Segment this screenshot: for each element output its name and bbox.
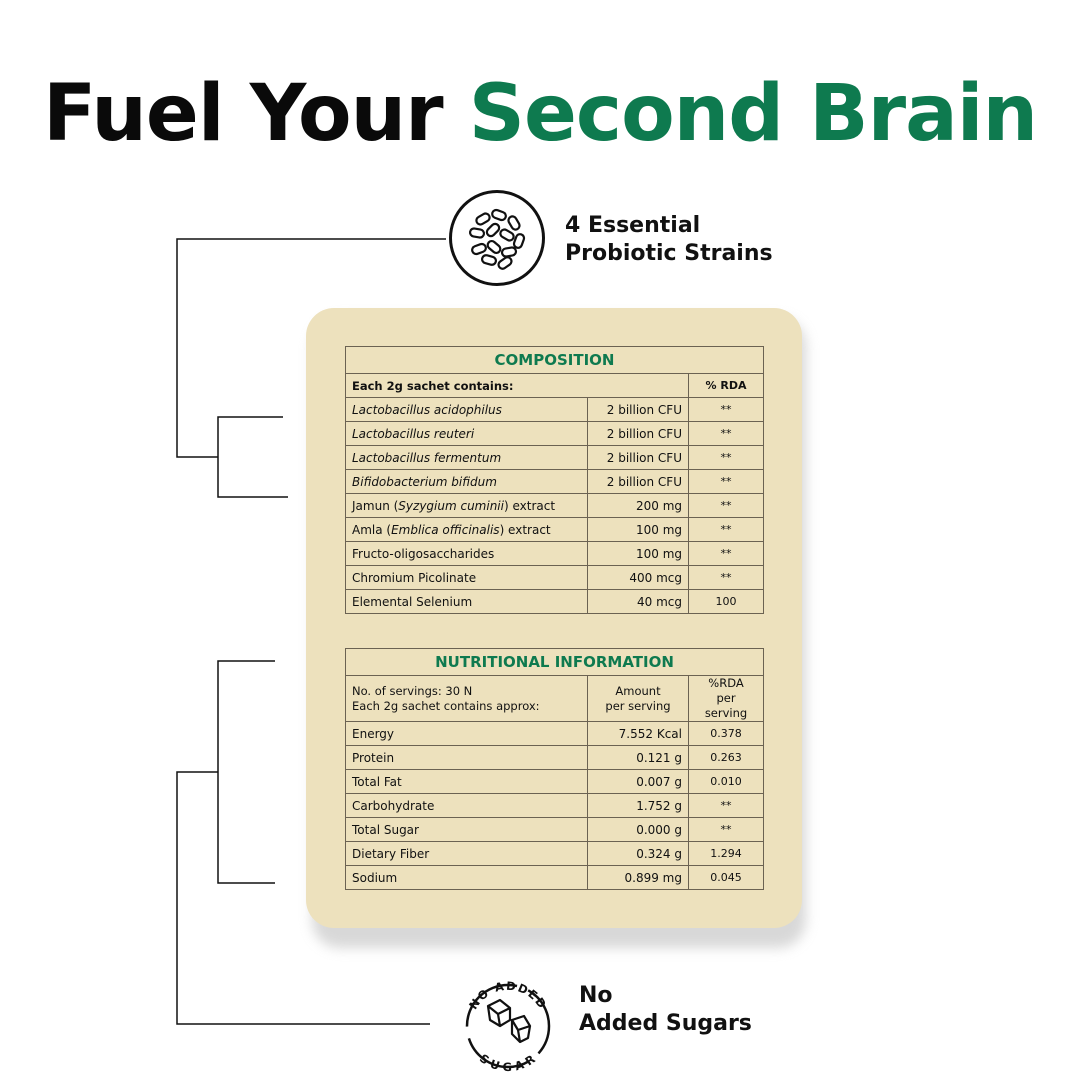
nutrient-amount: 0.000 g — [587, 817, 689, 842]
ingredient-name: Lactobacillus fermentum — [345, 445, 588, 470]
ingredient-rda: ** — [688, 469, 764, 494]
nutrient-name: Dietary Fiber — [345, 841, 588, 866]
ingredient-amount: 200 mg — [587, 493, 689, 518]
ingredient-rda: ** — [688, 565, 764, 590]
nutrient-amount: 1.752 g — [587, 793, 689, 818]
svg-text:SUGAR: SUGAR — [477, 1051, 539, 1074]
ingredient-name: Lactobacillus acidophilus — [345, 397, 588, 422]
nutrient-rda: 1.294 — [687, 841, 765, 866]
ingredient-amount: 2 billion CFU — [587, 445, 689, 470]
nutrient-name: Total Sugar — [345, 817, 588, 842]
ingredient-amount: 100 mg — [587, 541, 689, 566]
ingredient-rda: 100 — [688, 589, 764, 614]
nutrient-rda: 0.010 — [687, 769, 765, 794]
probiotic-label: 4 Essential Probiotic Strains — [565, 213, 773, 266]
nutrient-rda: ** — [687, 793, 765, 818]
nutrient-amount: 7.552 Kcal — [587, 721, 689, 746]
headline: Fuel Your Second Brain — [0, 64, 1080, 164]
nutrient-rda: 0.263 — [687, 745, 765, 770]
ingredient-name: Amla (Emblica officinalis) extract — [345, 517, 588, 542]
ingredient-rda: ** — [688, 397, 764, 422]
ingredient-rda: ** — [688, 445, 764, 470]
no-sugar-badge: NO ADDED SUGAR — [458, 976, 558, 1076]
sugar-cubes-icon: NO ADDED SUGAR — [465, 979, 551, 1074]
nutrition-table: NUTRITIONAL INFORMATION No. of servings:… — [344, 648, 765, 890]
probiotic-badge — [449, 190, 545, 286]
nutrient-amount: 0.007 g — [587, 769, 689, 794]
ingredient-name: Lactobacillus reuteri — [345, 421, 588, 446]
composition-header-label: Each 2g sachet contains: — [345, 373, 689, 398]
nutrient-amount: 0.324 g — [587, 841, 689, 866]
bacteria-icon — [468, 208, 526, 270]
nutrition-title: NUTRITIONAL INFORMATION — [344, 648, 765, 676]
ingredient-name: Chromium Picolinate — [345, 565, 588, 590]
nutrient-amount: 0.121 g — [587, 745, 689, 770]
ingredient-rda: ** — [688, 541, 764, 566]
headline-part-2: Second Brain — [468, 69, 1038, 159]
nutrient-name: Sodium — [345, 865, 588, 890]
ingredient-amount: 2 billion CFU — [587, 421, 689, 446]
ingredient-rda: ** — [688, 421, 764, 446]
composition-title: COMPOSITION — [345, 346, 764, 374]
ingredient-amount: 2 billion CFU — [587, 469, 689, 494]
ingredient-name: Fructo-oligosaccharides — [345, 541, 588, 566]
ingredient-amount: 40 mcg — [587, 589, 689, 614]
ingredient-rda: ** — [688, 517, 764, 542]
nutrient-name: Protein — [345, 745, 588, 770]
ingredient-amount: 400 mcg — [587, 565, 689, 590]
nutrient-name: Carbohydrate — [345, 793, 588, 818]
no-sugar-label: No Added Sugars — [579, 983, 752, 1036]
headline-part-1: Fuel Your — [42, 69, 444, 159]
ingredient-amount: 2 billion CFU — [587, 397, 689, 422]
nutrient-rda: ** — [687, 817, 765, 842]
ingredient-name: Bifidobacterium bifidum — [345, 469, 588, 494]
ingredient-name: Jamun (Syzygium cuminii) extract — [345, 493, 588, 518]
ingredient-rda: ** — [688, 493, 764, 518]
nutrient-name: Total Fat — [345, 769, 588, 794]
composition-header-rda: % RDA — [688, 373, 764, 398]
nutrient-rda: 0.045 — [687, 865, 765, 890]
nutrient-amount: 0.899 mg — [587, 865, 689, 890]
nutrient-name: Energy — [345, 721, 588, 746]
nutrient-rda: 0.378 — [687, 721, 765, 746]
ingredient-amount: 100 mg — [587, 517, 689, 542]
ingredient-name: Elemental Selenium — [345, 589, 588, 614]
composition-table: COMPOSITION Each 2g sachet contains: % R… — [345, 346, 764, 614]
